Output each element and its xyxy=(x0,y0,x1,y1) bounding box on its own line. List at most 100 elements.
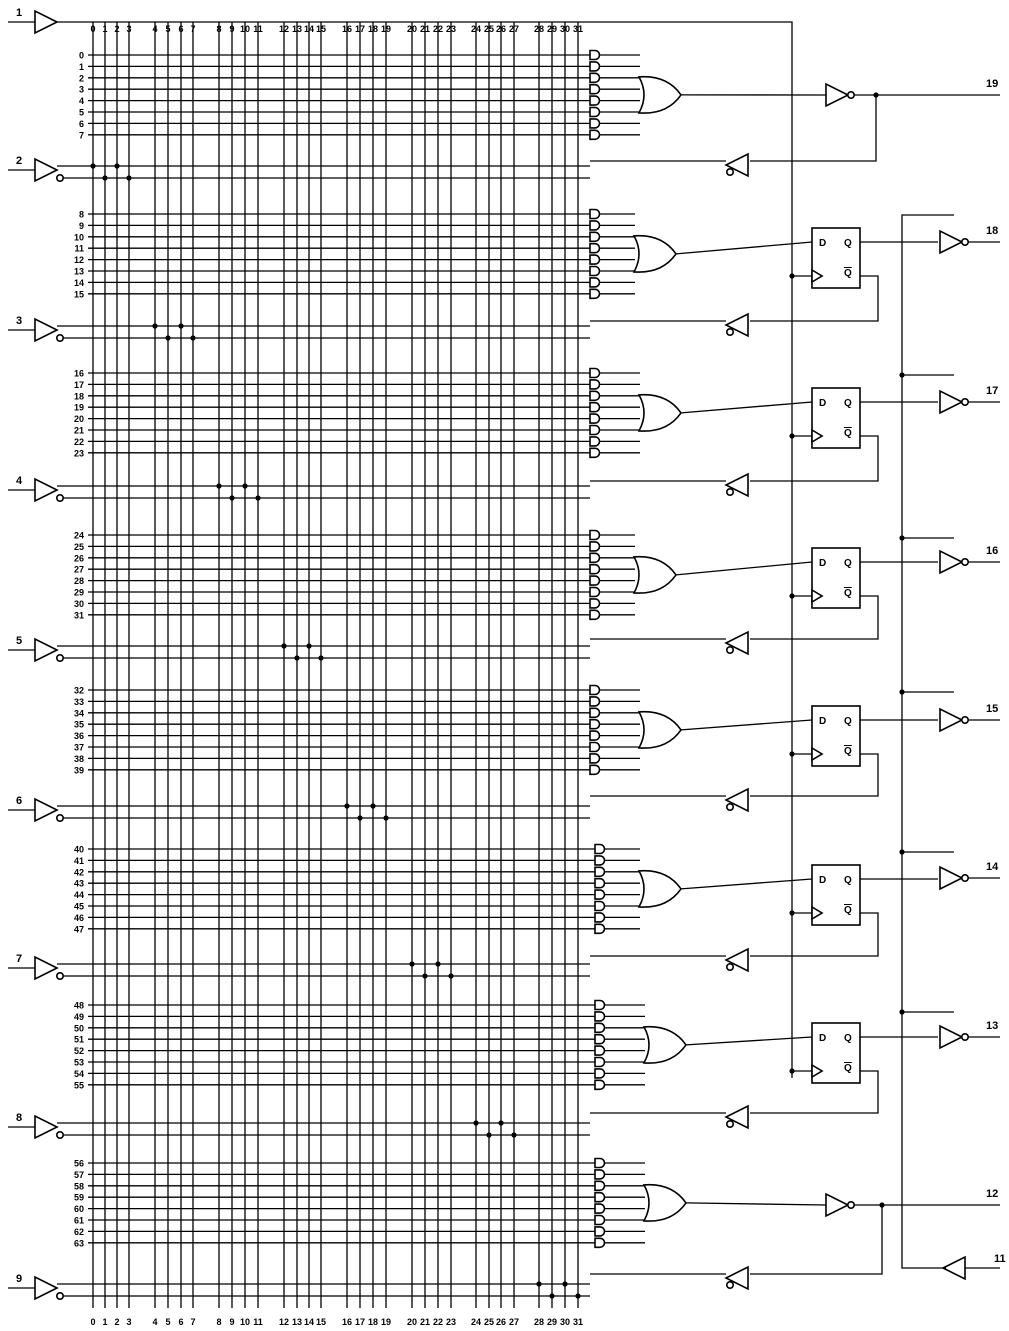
junction-dot xyxy=(562,1281,568,1287)
junction-dot xyxy=(370,803,376,809)
and-gate xyxy=(594,1226,606,1237)
flipflop-d-label: D xyxy=(819,398,826,409)
product-term-label: 26 xyxy=(74,553,84,563)
product-term-label: 44 xyxy=(74,890,84,900)
product-term-label: 40 xyxy=(74,845,84,855)
product-term-label: 22 xyxy=(74,437,84,447)
input-pin-label: 11 xyxy=(994,1253,1006,1265)
column-number-bottom: 0 xyxy=(90,1317,95,1327)
inversion-bubble xyxy=(55,971,64,980)
product-term-label: 31 xyxy=(74,610,84,620)
junction-dot xyxy=(511,1132,517,1138)
or-to-d-line xyxy=(680,878,813,890)
junction-dot xyxy=(549,1293,555,1299)
junction-dot xyxy=(575,1293,581,1299)
column-number-top: 10 xyxy=(240,24,250,34)
column-number-bottom: 17 xyxy=(355,1317,365,1327)
flipflop-q-label: Q xyxy=(844,238,852,249)
and-gate xyxy=(589,447,601,459)
feedback-buffer xyxy=(724,1104,749,1130)
column-number-top: 21 xyxy=(420,24,430,34)
and-gate xyxy=(589,72,601,84)
column-number-bottom: 20 xyxy=(407,1317,417,1327)
product-term-label: 49 xyxy=(74,1012,84,1022)
flipflop-qbar-label: Q xyxy=(844,746,852,757)
product-term-label: 13 xyxy=(74,267,84,277)
and-gate xyxy=(594,889,606,900)
product-term-label: 28 xyxy=(74,576,84,586)
qbar-feedback xyxy=(750,275,879,322)
column-number-bottom: 10 xyxy=(240,1317,250,1327)
junction-dot xyxy=(126,175,132,181)
input-pin-label: 2 xyxy=(16,155,22,167)
column-number-top: 28 xyxy=(534,24,544,34)
and-gate xyxy=(589,401,601,413)
inversion-bubble xyxy=(55,1292,64,1301)
junction-dot xyxy=(216,483,222,489)
product-term-label: 35 xyxy=(74,720,84,730)
product-term-label: 30 xyxy=(74,599,84,609)
inversion-bubble xyxy=(960,238,969,247)
output-buffer xyxy=(939,229,964,255)
and-gate xyxy=(589,277,601,288)
product-term-label: 3 xyxy=(79,85,84,95)
product-term-label: 10 xyxy=(74,232,84,242)
column-number-bottom: 29 xyxy=(547,1317,557,1327)
inversion-bubble xyxy=(725,1281,734,1290)
product-term-label: 54 xyxy=(74,1069,84,1079)
input-pin-label: 3 xyxy=(16,315,22,327)
or-gate xyxy=(637,393,682,432)
product-term-label: 63 xyxy=(74,1238,84,1248)
inversion-bubble xyxy=(55,813,64,822)
or-gate xyxy=(637,869,682,908)
feedback-buffer xyxy=(724,472,749,498)
junction-dot xyxy=(165,335,171,341)
and-gate xyxy=(589,118,601,129)
and-gate xyxy=(589,696,601,707)
inversion-bubble xyxy=(960,557,969,566)
input-buffer xyxy=(34,317,59,343)
column-number-bottom: 9 xyxy=(229,1317,234,1327)
column-number-top: 23 xyxy=(446,24,456,34)
input-buffer xyxy=(34,1114,59,1140)
and-gate xyxy=(589,49,601,61)
inversion-bubble xyxy=(55,174,64,183)
flipflop-q-label: Q xyxy=(844,558,852,569)
inversion-bubble xyxy=(725,802,734,811)
product-term-label: 60 xyxy=(74,1204,84,1214)
output-buffer xyxy=(825,1192,850,1218)
feedback-buffer xyxy=(724,152,749,178)
input-pin-label: 6 xyxy=(16,795,22,807)
inversion-bubble xyxy=(960,715,969,724)
product-term-label: 48 xyxy=(74,1001,84,1011)
flipflop-d-label: D xyxy=(819,238,826,249)
and-gate xyxy=(589,552,601,564)
feedback-buffer xyxy=(724,787,749,813)
flipflop-qbar-label: Q xyxy=(844,428,852,439)
and-gate xyxy=(589,106,601,118)
column-number-top: 26 xyxy=(496,24,506,34)
junction-dot xyxy=(190,335,196,341)
product-term-label: 58 xyxy=(74,1181,84,1191)
qbar-feedback xyxy=(750,1070,879,1114)
column-number-top: 17 xyxy=(355,24,365,34)
and-gate xyxy=(589,95,601,106)
product-term-label: 19 xyxy=(74,403,84,413)
product-term-label: 23 xyxy=(74,448,84,458)
column-number-bottom: 2 xyxy=(114,1317,119,1327)
output-buffer xyxy=(939,707,964,733)
product-term-label: 14 xyxy=(74,278,84,288)
output-pin-label: 12 xyxy=(986,1188,998,1200)
and-gate xyxy=(589,265,601,277)
feedback-buffer xyxy=(724,312,749,338)
d-flipflop xyxy=(811,547,861,609)
and-gate xyxy=(589,684,601,696)
product-term-label: 34 xyxy=(74,708,84,718)
column-number-bottom: 6 xyxy=(178,1317,183,1327)
product-term-label: 21 xyxy=(74,426,84,436)
and-gate xyxy=(594,1191,606,1203)
junction-dot xyxy=(409,961,415,967)
d-flipflop xyxy=(811,387,861,449)
and-gate xyxy=(589,83,601,95)
flipflop-d-label: D xyxy=(819,875,826,886)
